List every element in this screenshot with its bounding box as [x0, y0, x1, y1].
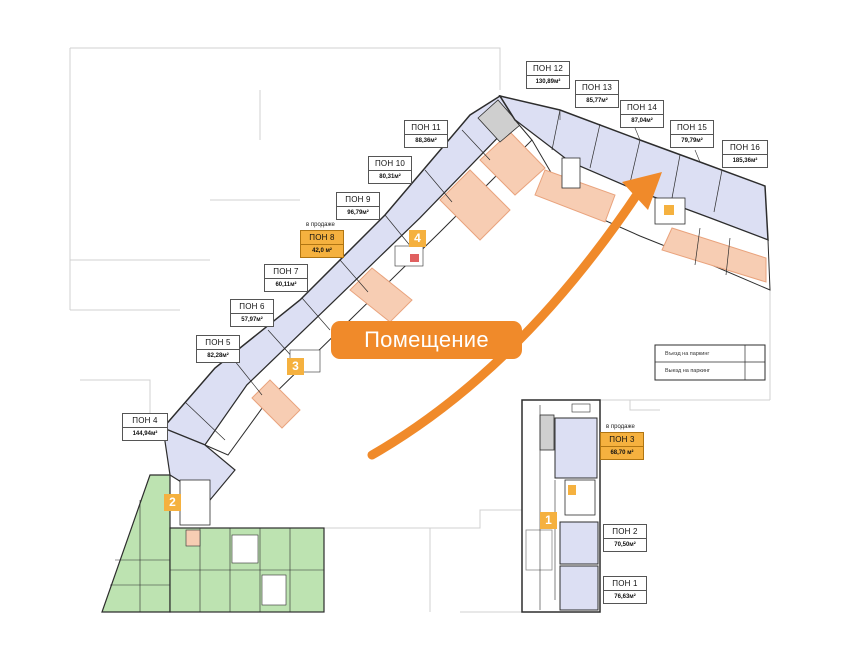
- parking-ramp: [654, 344, 766, 381]
- unit-name: ПОН 15: [671, 121, 713, 135]
- unit-label-pon7[interactable]: ПОН 7 60,11м²: [264, 264, 308, 292]
- unit-label-pon9[interactable]: ПОН 9 96,79м²: [336, 192, 380, 220]
- unit-area: 144,94м²: [132, 431, 158, 437]
- unit-name: ПОН 10: [369, 157, 411, 171]
- unit-name: ПОН 8: [301, 231, 343, 245]
- unit-area: 87,04м²: [631, 118, 653, 124]
- unit-label-pon2[interactable]: ПОН 2 70,50м²: [603, 524, 647, 552]
- callout-premises: Помещение: [331, 321, 522, 359]
- unit-area: 185,36м²: [732, 158, 758, 164]
- right-wing: [521, 399, 601, 613]
- unit-area: 68,70 м²: [610, 450, 634, 456]
- unit-name: ПОН 3: [601, 433, 643, 447]
- unit-name: ПОН 5: [197, 336, 239, 350]
- sale-tag-pon8: в продаже: [306, 222, 335, 228]
- unit-area: 42,0 м²: [312, 248, 332, 254]
- unit-area: 79,79м²: [681, 138, 703, 144]
- entrance-marker-4: 4: [409, 230, 426, 247]
- unit-label-pon3[interactable]: ПОН 3 68,70 м²: [600, 432, 644, 460]
- parking-entry-label: Въезд на паркинг: [665, 351, 710, 357]
- entrance-marker-1: 1: [540, 512, 557, 529]
- unit-name: ПОН 9: [337, 193, 379, 207]
- unit-label-pon6[interactable]: ПОН 6 57,97м²: [230, 299, 274, 327]
- unit-name: ПОН 11: [405, 121, 447, 135]
- parking-exit-label: Выезд на паркинг: [665, 368, 710, 374]
- unit-name: ПОН 13: [576, 81, 618, 95]
- unit-name: ПОН 14: [621, 101, 663, 115]
- unit-area: 88,36м²: [415, 138, 437, 144]
- label-leader-lines: [559, 110, 701, 163]
- unit-area: 82,28м²: [207, 353, 229, 359]
- unit-area: 96,79м²: [347, 210, 369, 216]
- unit-label-pon8[interactable]: ПОН 8 42,0 м²: [300, 230, 344, 258]
- unit-name: ПОН 1: [604, 577, 646, 591]
- right-top-wing: [498, 94, 771, 291]
- left-wing: [161, 94, 546, 547]
- unit-name: ПОН 16: [723, 141, 767, 155]
- unit-area: 130,89м²: [535, 79, 561, 85]
- unit-label-pon11[interactable]: ПОН 11 88,36м²: [404, 120, 448, 148]
- unit-area: 57,97м²: [241, 317, 263, 323]
- unit-name: ПОН 6: [231, 300, 273, 314]
- unit-area: 80,31м²: [379, 174, 401, 180]
- unit-label-pon5[interactable]: ПОН 5 82,28м²: [196, 335, 240, 363]
- unit-area: 70,50м²: [614, 542, 636, 548]
- unit-name: ПОН 7: [265, 265, 307, 279]
- entrance-marker-3: 3: [287, 358, 304, 375]
- unit-label-pon12[interactable]: ПОН 12 130,89м²: [526, 61, 570, 89]
- entrance-marker-2: 2: [164, 494, 181, 511]
- unit-name: ПОН 4: [123, 414, 167, 428]
- unit-label-pon16[interactable]: ПОН 16 185,36м²: [722, 140, 768, 168]
- unit-label-pon13[interactable]: ПОН 13 85,77м²: [575, 80, 619, 108]
- unit-name: ПОН 2: [604, 525, 646, 539]
- unit-label-pon1[interactable]: ПОН 1 76,63м²: [603, 576, 647, 604]
- unit-label-pon14[interactable]: ПОН 14 87,04м²: [620, 100, 664, 128]
- unit-area: 60,11м²: [275, 282, 297, 288]
- unit-area: 85,77м²: [586, 98, 608, 104]
- unit-label-pon10[interactable]: ПОН 10 80,31м²: [368, 156, 412, 184]
- sale-tag-pon3: в продаже: [606, 424, 635, 430]
- unit-label-pon4[interactable]: ПОН 4 144,94м²: [122, 413, 168, 441]
- unit-name: ПОН 12: [527, 62, 569, 76]
- unit-label-pon15[interactable]: ПОН 15 79,79м²: [670, 120, 714, 148]
- unit-area: 76,63м²: [614, 594, 636, 600]
